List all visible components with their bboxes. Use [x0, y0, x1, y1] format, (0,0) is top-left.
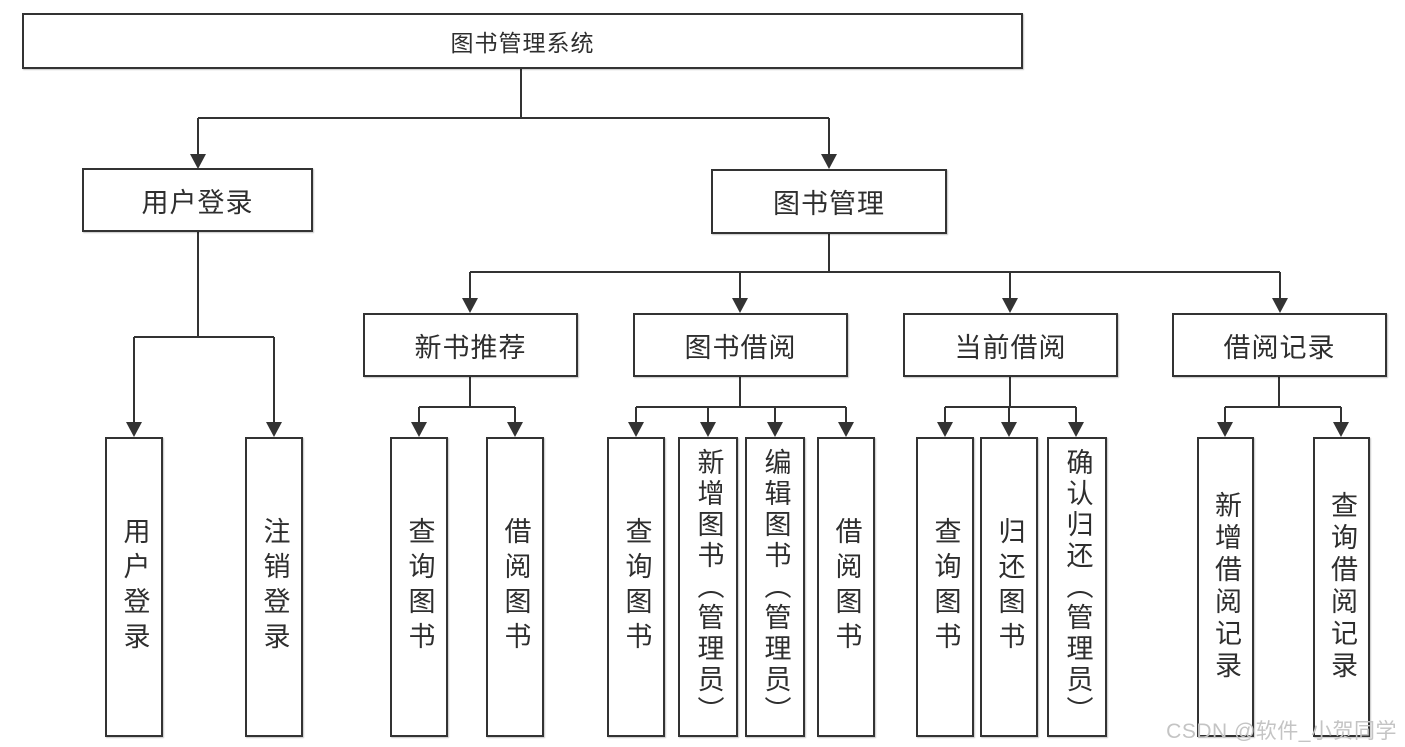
leaf-cb-confirm-return-admin-label: 确认归还（管理员）	[1062, 447, 1093, 727]
leaf-nbr-query-books: 查询图书	[390, 437, 448, 737]
node-book-borrowing: 图书借阅	[633, 313, 848, 377]
edge-book-management-children	[462, 234, 1288, 313]
leaf-br-add-record: 新增借阅记录	[1197, 437, 1254, 737]
leaf-user-login-label: 用户登录	[119, 517, 150, 657]
leaf-bb-edit-books-admin: 编辑图书（管理员）	[745, 437, 805, 737]
leaf-bb-borrow-books-label: 借阅图书	[831, 517, 862, 657]
leaf-bb-add-books-admin: 新增图书（管理员）	[678, 437, 738, 737]
leaf-br-add-record-label: 新增借阅记录	[1211, 491, 1241, 683]
leaf-cb-return-books: 归还图书	[980, 437, 1038, 737]
leaf-bb-query-books-label: 查询图书	[621, 517, 652, 657]
leaf-user-login: 用户登录	[105, 437, 163, 737]
leaf-nbr-borrow-books-label: 借阅图书	[500, 517, 531, 657]
edge-book-borrowing-children	[628, 377, 854, 437]
leaf-cb-query-books: 查询图书	[916, 437, 974, 737]
edge-current-borrowing-children	[937, 377, 1084, 437]
leaf-br-query-record: 查询借阅记录	[1313, 437, 1370, 737]
leaf-logout-label: 注销登录	[259, 517, 290, 657]
leaf-bb-edit-books-admin-label: 编辑图书（管理员）	[760, 447, 791, 727]
edge-borrow-records-children	[1217, 377, 1349, 437]
leaf-logout: 注销登录	[245, 437, 303, 737]
node-root: 图书管理系统	[22, 13, 1023, 69]
leaf-cb-confirm-return-admin: 确认归还（管理员）	[1047, 437, 1107, 737]
watermark: CSDN @软件_小贺同学	[1166, 720, 1397, 743]
leaf-nbr-borrow-books: 借阅图书	[486, 437, 544, 737]
leaf-nbr-query-books-label: 查询图书	[404, 517, 435, 657]
leaf-bb-query-books: 查询图书	[607, 437, 665, 737]
leaf-cb-return-books-label: 归还图书	[994, 517, 1025, 657]
node-current-borrowing: 当前借阅	[903, 313, 1118, 377]
edge-root-to-level2	[190, 69, 837, 169]
node-new-book-recommend: 新书推荐	[363, 313, 578, 377]
edge-new-book-recommend-children	[411, 377, 523, 437]
leaf-cb-query-books-label: 查询图书	[930, 517, 961, 657]
node-book-management: 图书管理	[711, 169, 947, 234]
leaf-br-query-record-label: 查询借阅记录	[1327, 491, 1357, 683]
node-user-login: 用户登录	[82, 168, 313, 232]
leaf-bb-borrow-books: 借阅图书	[817, 437, 875, 737]
edge-user-login-children	[126, 232, 282, 437]
node-borrow-records: 借阅记录	[1172, 313, 1387, 377]
leaf-bb-add-books-admin-label: 新增图书（管理员）	[693, 447, 724, 727]
